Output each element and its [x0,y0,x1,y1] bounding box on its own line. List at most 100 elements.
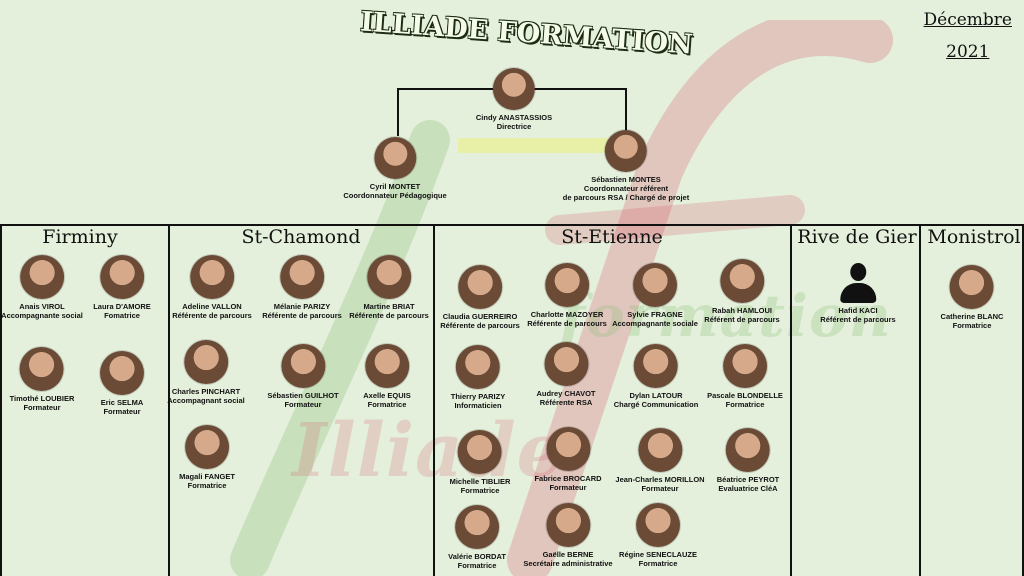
avatar [190,255,234,299]
person-name: Pascale BLONDELLE [707,391,783,400]
connector-line [433,224,435,576]
connector-line [625,88,627,131]
avatar [19,255,64,299]
person-name: Sylvie FRAGNE [627,310,683,319]
connector-line [790,224,792,576]
avatar [545,263,589,307]
person-role: Fomatrice [104,311,140,320]
avatar [638,428,682,472]
avatar [633,263,677,307]
avatar [365,344,409,388]
person-role: Evaluatrice CléA [718,484,778,493]
avatar [546,503,590,547]
avatar [185,425,229,469]
person-name: Anais VIROL [19,302,65,311]
connector-line [919,224,921,576]
person-role: Chargé Communication [613,400,699,409]
site-header: Monistrol [927,226,1021,248]
avatar [636,503,680,547]
date-year: 2021 [946,42,990,62]
watermark-word-iliade: Illiade [292,408,565,494]
avatar [367,255,411,299]
connector-line [168,224,170,576]
person-name: Michelle TIBLIER [449,477,511,486]
avatar [374,137,416,179]
person-name: Cyril MONTET [369,182,421,191]
connector-line [397,88,399,136]
avatar [492,68,535,110]
connector-line [0,224,1024,226]
person-name: Timothé LOUBIER [9,394,75,403]
site-header: St-Etienne [561,226,663,248]
person-role: Formateur [549,483,587,492]
person-name: Charlotte MAZOYER [530,310,604,319]
person-role: Accompagnant social [167,396,245,405]
avatar [458,430,502,474]
person-name: Audrey CHAVOT [536,389,596,398]
person-name: Sébastien MONTES [591,175,661,184]
person-role: Secrétaire administrative [523,559,613,568]
person-role: Formatrice [725,400,765,409]
avatar [100,255,144,299]
person-name: Adeline VALLON [182,302,242,311]
person-name: Martine BRIAT [363,302,415,311]
site-header: St-Chamond [241,226,361,248]
avatar [458,265,502,309]
person-role: Référent de parcours [820,315,896,324]
person-role: Formatrice [952,321,992,330]
avatar [543,342,588,386]
person-name: Eric SELMA [100,398,144,407]
person-name: Sébastien GUILHOT [267,391,339,400]
person-name: Hafid KACI [838,306,878,315]
person-role: Formatrice [187,481,227,490]
avatar [280,344,325,388]
person-role: Formateur [103,407,141,416]
person-role: Formateur [284,400,322,409]
person-name: Gaëlle BERNE [542,550,594,559]
person-role: Formatrice [460,486,500,495]
avatar [634,344,678,388]
person-name: Cindy ANASTASSIOS [475,113,553,122]
person-role: Accompagnante sociale [612,319,698,328]
person-role: Formatrice [457,561,497,570]
avatar [100,351,144,395]
avatar [184,340,228,384]
avatar [456,345,500,389]
person-role: Coordonnateur référent de parcours RSA /… [562,184,690,202]
person-role: Référente de parcours [172,311,252,320]
avatar [20,347,64,391]
avatar [950,265,994,309]
person-role: Référente de parcours [440,321,520,330]
person-role: Référente RSA [539,398,593,407]
person-name: Régine SENECLAUZE [619,550,697,559]
person-role: Formatrice [638,559,678,568]
person-name: Valérie BORDAT [448,552,506,561]
person-name: Catherine BLANC [940,312,1004,321]
